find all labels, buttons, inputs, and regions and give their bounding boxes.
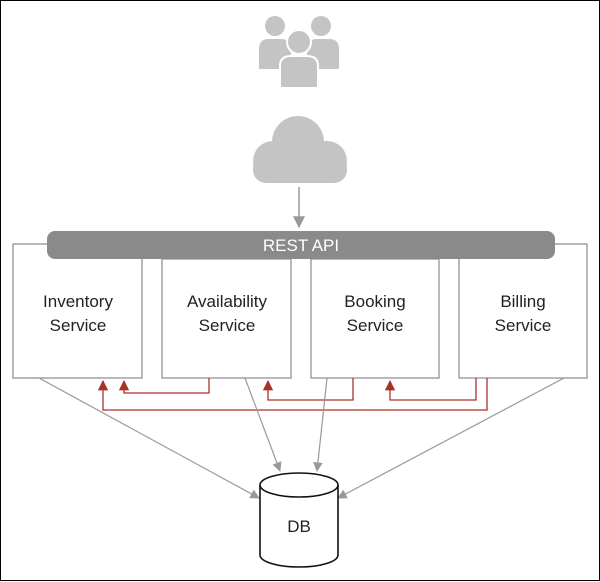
billing-service-label-line1: Billing — [500, 292, 545, 311]
availability-to-db-arrow — [244, 377, 282, 472]
billing-to-booking-arrow — [384, 378, 477, 401]
billing-service-label-line2: Service — [495, 316, 552, 335]
inventory-service-label-line2: Service — [50, 316, 107, 335]
inventory-service-box — [12, 243, 143, 379]
service-call-arrows — [97, 378, 488, 411]
booking-to-availability-arrow — [262, 378, 354, 401]
billing-to-db-arrow — [337, 377, 565, 499]
inventory-service-label-line1: Inventory — [43, 292, 113, 311]
booking-service-label-line2: Service — [347, 316, 404, 335]
cloud-icon — [253, 116, 347, 183]
rest-api-label: REST API — [263, 236, 339, 255]
database-icon — [259, 472, 339, 568]
db-access-arrows — [38, 377, 565, 499]
rest-api-bar — [47, 231, 555, 259]
database-label: DB — [287, 517, 311, 536]
billing-service-box — [458, 243, 588, 379]
booking-service-label-line1: Booking — [344, 292, 405, 311]
availability-to-inventory-arrow — [118, 378, 210, 394]
inventory-to-db-arrow — [38, 377, 260, 499]
availability-service-label-line2: Service — [199, 316, 256, 335]
booking-service-box — [310, 258, 440, 379]
booking-to-db-arrow — [313, 377, 328, 472]
billing-to-inventory-arrow — [97, 378, 488, 411]
availability-service-label-line1: Availability — [187, 292, 268, 311]
users-icon — [259, 16, 339, 89]
availability-service-box — [161, 258, 292, 379]
